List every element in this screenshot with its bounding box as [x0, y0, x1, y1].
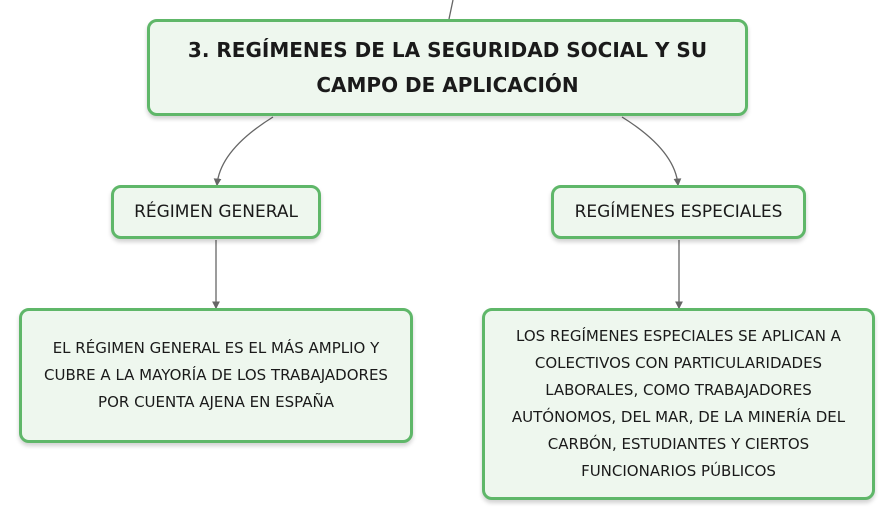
connector-root-to-regimen-general — [213, 116, 274, 187]
regimenes-especiales-label: REGÍMENES ESPECIALES — [574, 202, 783, 222]
root-topic-label: 3. REGÍMENES DE LA SEGURIDAD SOCIAL Y SU… — [187, 37, 708, 97]
connector-root-to-regimenes-especiales — [621, 116, 682, 187]
root-topic-node[interactable]: 3. REGÍMENES DE LA SEGURIDAD SOCIAL Y SU… — [147, 19, 748, 116]
regimenes-especiales-description-node[interactable]: LOS REGÍMENES ESPECIALES SE APLICAN A CO… — [482, 308, 875, 500]
regimen-general-description-node[interactable]: EL RÉGIMEN GENERAL ES EL MÁS AMPLIO Y CU… — [19, 308, 413, 443]
regimenes-especiales-description: LOS REGÍMENES ESPECIALES SE APLICAN A CO… — [511, 327, 846, 480]
regimenes-especiales-node[interactable]: REGÍMENES ESPECIALES — [551, 185, 806, 239]
connector-parent-to-root — [448, 0, 454, 20]
regimen-general-node[interactable]: RÉGIMEN GENERAL — [111, 185, 321, 239]
regimen-general-description: EL RÉGIMEN GENERAL ES EL MÁS AMPLIO Y CU… — [44, 339, 388, 411]
regimen-general-label: RÉGIMEN GENERAL — [134, 202, 298, 222]
